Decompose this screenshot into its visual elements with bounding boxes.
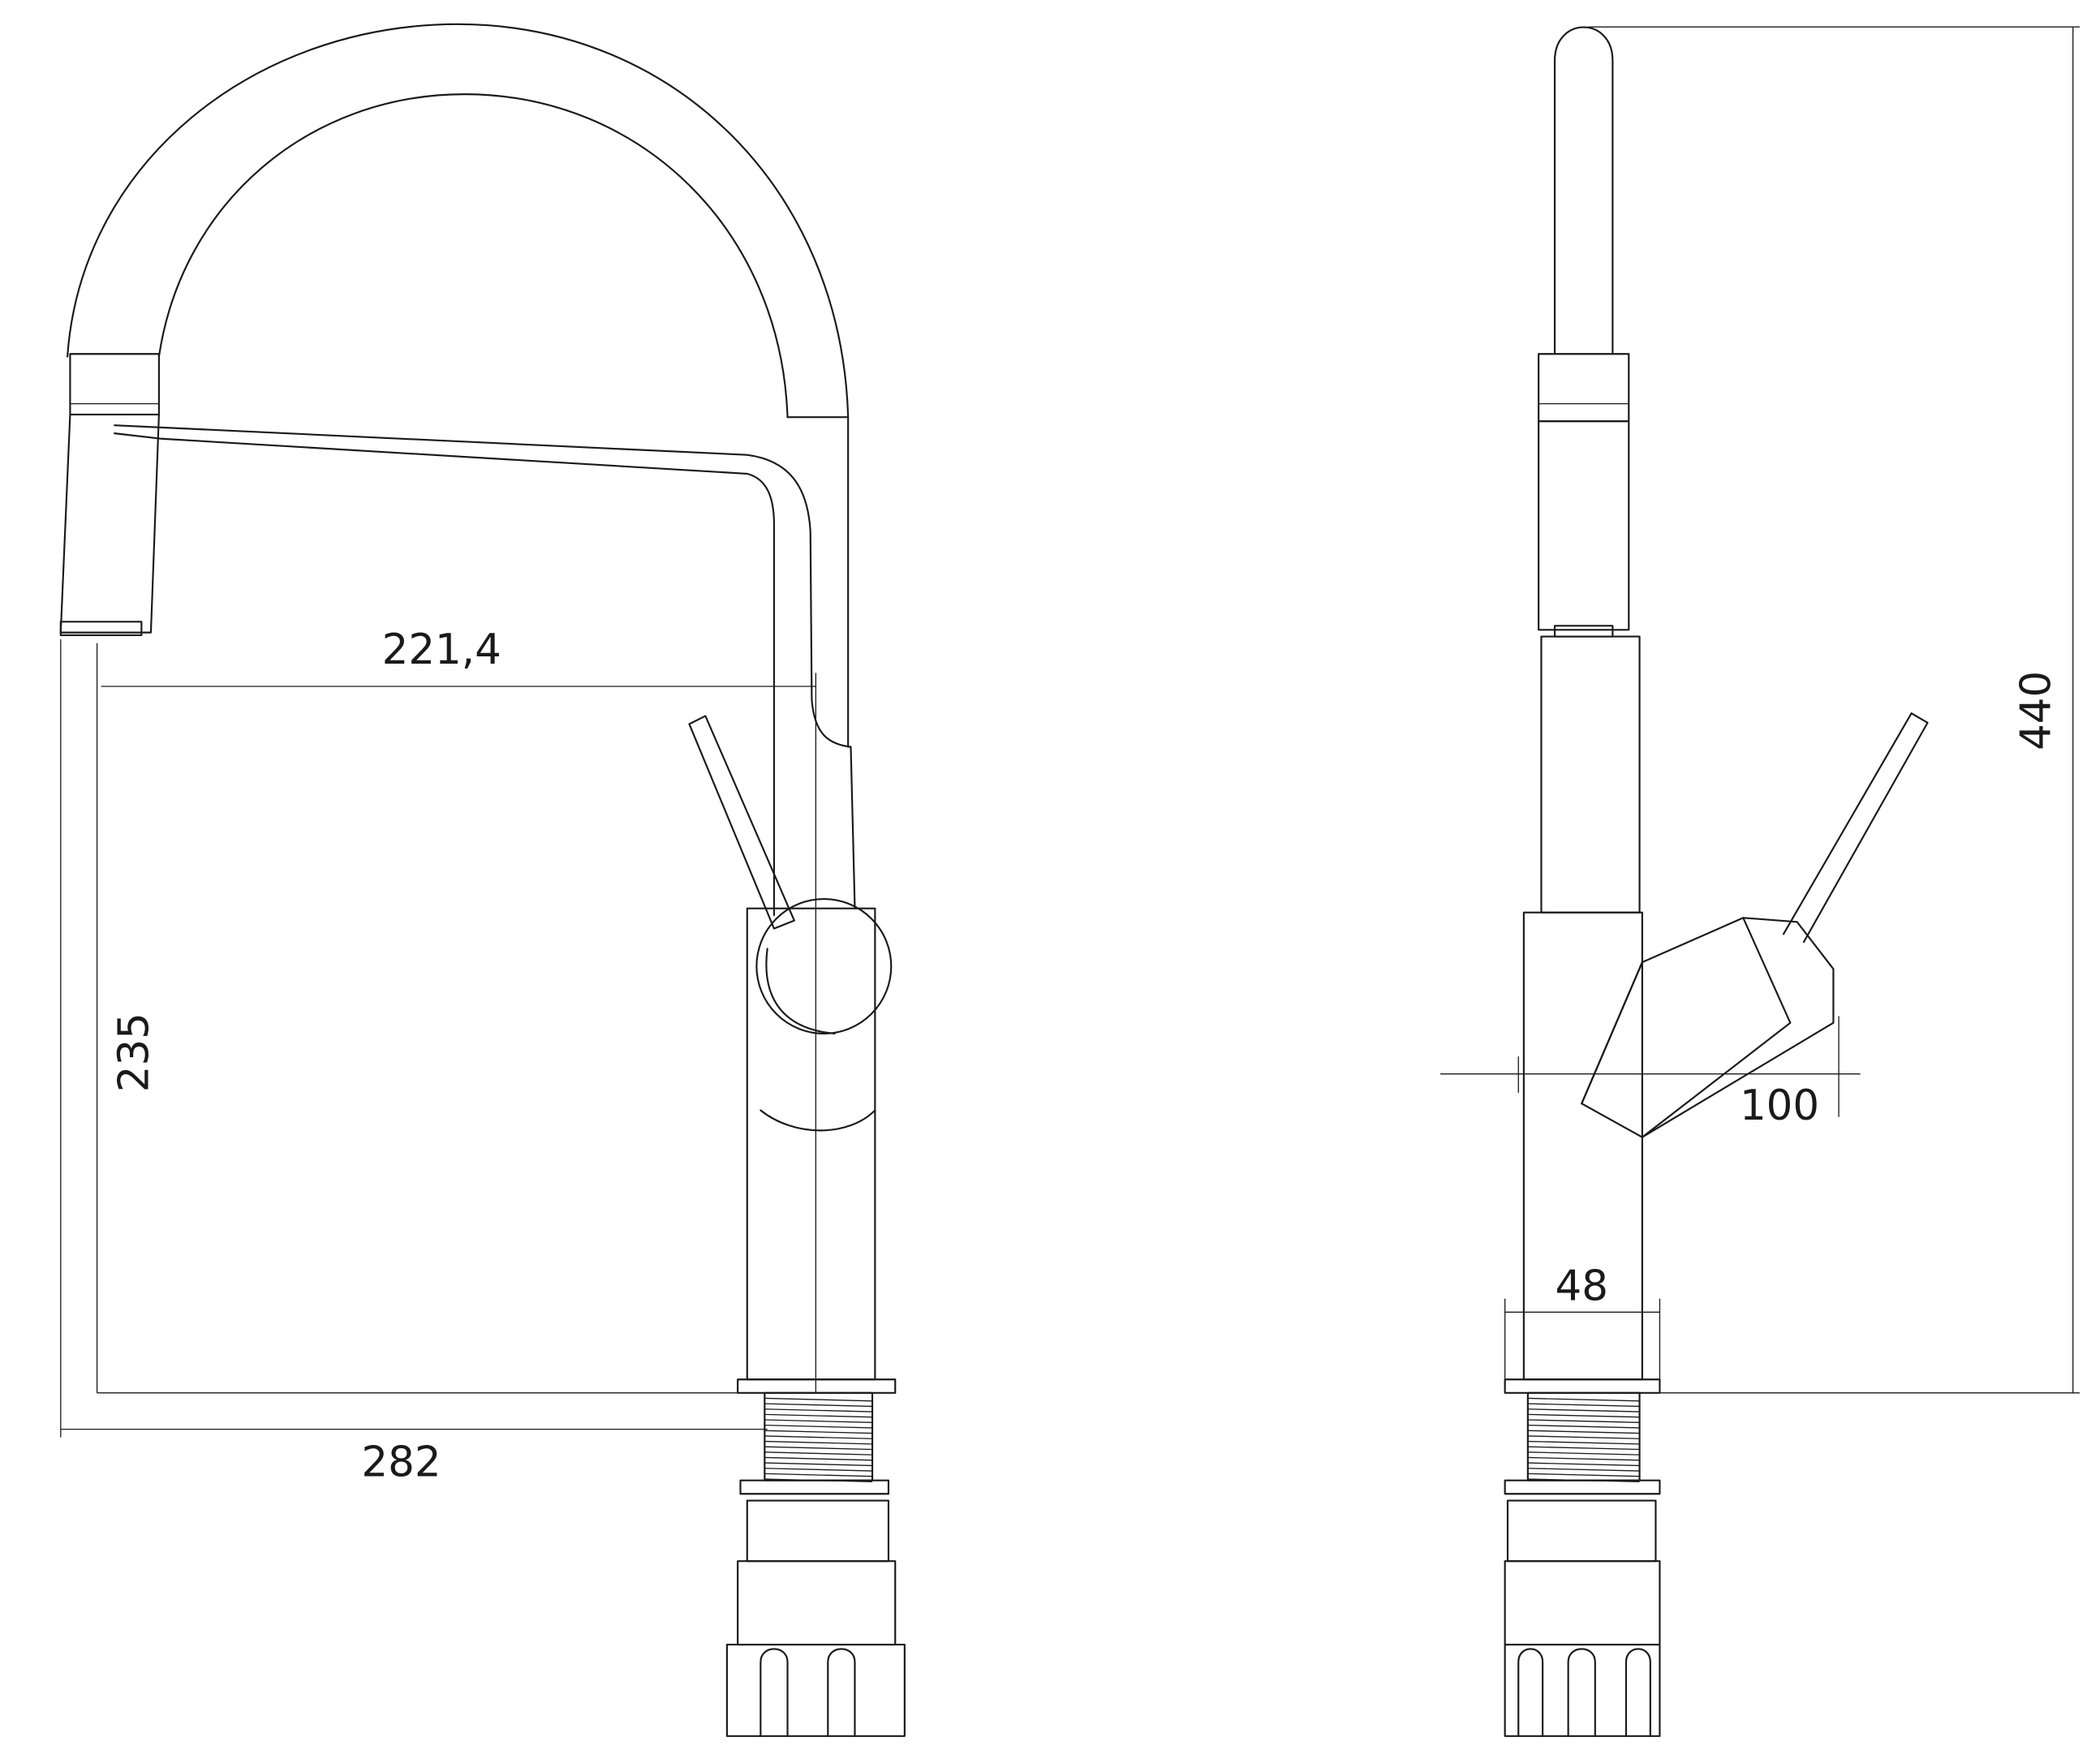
thread-line <box>764 1424 873 1429</box>
mounting-nut <box>725 1479 906 1737</box>
thread-line <box>764 1468 873 1472</box>
thread-line <box>1527 1397 1640 1402</box>
thread-line <box>764 1403 873 1408</box>
thread-line <box>764 1451 873 1456</box>
body <box>737 907 897 1394</box>
thread-line <box>764 1430 873 1434</box>
thread-line <box>764 1435 873 1439</box>
front-view: 221,4 235 282 <box>59 23 906 1737</box>
thread-line <box>764 1456 873 1461</box>
spray-head-side <box>1538 353 1630 638</box>
spout-top <box>1553 26 1614 355</box>
dimension-221-4: 221,4 <box>101 626 816 687</box>
dimension-100: 100 <box>1440 1016 1861 1130</box>
thread-line <box>764 1419 873 1423</box>
thread-line <box>1527 1440 1640 1445</box>
thread-line <box>764 1446 873 1451</box>
dimension-label: 235 <box>110 1013 159 1092</box>
mounting-nut-side <box>1504 1479 1661 1737</box>
handle-side <box>1581 712 1929 1138</box>
thread-line <box>764 1440 873 1445</box>
dimension-440: 440 <box>1588 26 2080 1394</box>
thread <box>764 1391 874 1482</box>
dimension-label: 48 <box>1556 1262 1608 1310</box>
dimension-282: 282 <box>60 639 768 1487</box>
dimension-label: 221,4 <box>382 626 501 674</box>
dimension-label: 282 <box>361 1438 441 1487</box>
body-side <box>1504 911 1661 1394</box>
thread-line <box>764 1408 873 1413</box>
thread-line <box>1527 1408 1640 1413</box>
dimension-48: 48 <box>1504 1262 1661 1380</box>
thread-line <box>764 1413 873 1418</box>
dimension-235: 235 <box>96 643 765 1394</box>
thread-line <box>764 1473 873 1477</box>
thread-line <box>1527 1446 1640 1451</box>
thread-line <box>1527 1419 1640 1423</box>
handle-lever <box>688 715 893 1035</box>
thread-line <box>1527 1456 1640 1461</box>
thread-side <box>1526 1391 1641 1482</box>
thread-line <box>1527 1430 1640 1434</box>
thread-line <box>1527 1403 1640 1408</box>
dimension-label: 440 <box>2012 671 2060 750</box>
thread-line <box>1527 1424 1640 1429</box>
thread-line <box>1527 1451 1640 1456</box>
upper-tube <box>1540 635 1641 914</box>
thread-line <box>1527 1413 1640 1418</box>
spray-head <box>59 353 160 637</box>
thread-line <box>1527 1468 1640 1472</box>
thread-line <box>1527 1473 1640 1477</box>
side-view: 440 100 48 <box>1440 26 2080 1737</box>
thread-line <box>764 1462 873 1467</box>
thread-line <box>764 1397 873 1402</box>
spout-arc-inner <box>157 93 789 419</box>
spout-arc-outer <box>67 23 850 419</box>
spout-arm <box>114 424 856 909</box>
thread-line <box>1527 1435 1640 1439</box>
thread-line <box>1527 1462 1640 1467</box>
dimension-label: 100 <box>1740 1081 1819 1130</box>
